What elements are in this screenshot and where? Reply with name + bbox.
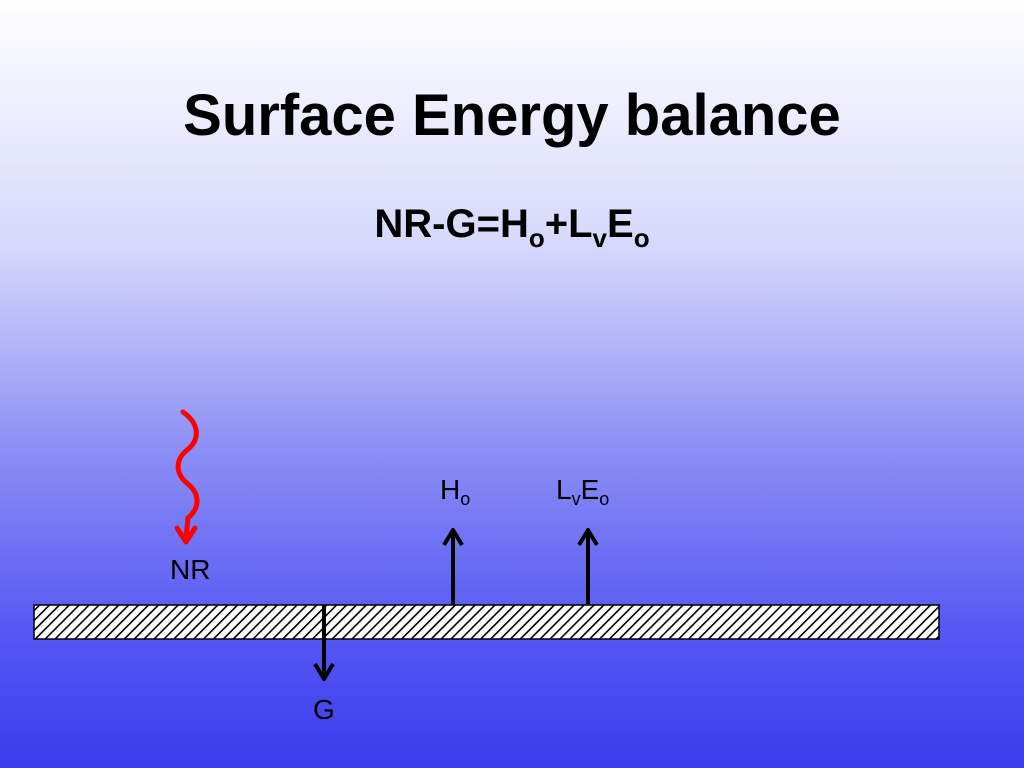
- sensible-heat-flux-label: Ho: [440, 474, 471, 509]
- nr-text: NR: [170, 554, 211, 585]
- energy-balance-equation: NR-G=Ho+LvEo: [0, 200, 1024, 251]
- equation-sub-1: o: [528, 223, 545, 253]
- g-text: G: [313, 694, 335, 725]
- ground-surface: [33, 604, 940, 640]
- latent-heat-flux-label: LvEo: [556, 474, 610, 509]
- ground-heat-flux-label: G: [313, 694, 335, 726]
- h-text: H: [440, 474, 461, 505]
- net-radiation-label: NR: [170, 554, 210, 586]
- sensible-heat-flux-arrow: [442, 528, 464, 604]
- l-subscript: v: [571, 489, 581, 509]
- l-text: L: [556, 474, 572, 505]
- equation-part-1: NR-G=H: [374, 202, 529, 246]
- equation-sub-3: o: [633, 223, 650, 253]
- e-text: E: [580, 474, 600, 505]
- net-radiation-arrow: [174, 409, 200, 545]
- equation-sub-2: v: [592, 223, 608, 253]
- ground-heat-flux-arrow: [313, 605, 335, 681]
- slide-title: Surface Energy balance: [183, 83, 841, 148]
- equation-part-2: +L: [544, 202, 593, 246]
- e-subscript: o: [599, 489, 610, 509]
- equation-part-3: E: [607, 202, 634, 246]
- latent-heat-flux-arrow: [577, 528, 599, 604]
- h-subscript: o: [460, 489, 471, 509]
